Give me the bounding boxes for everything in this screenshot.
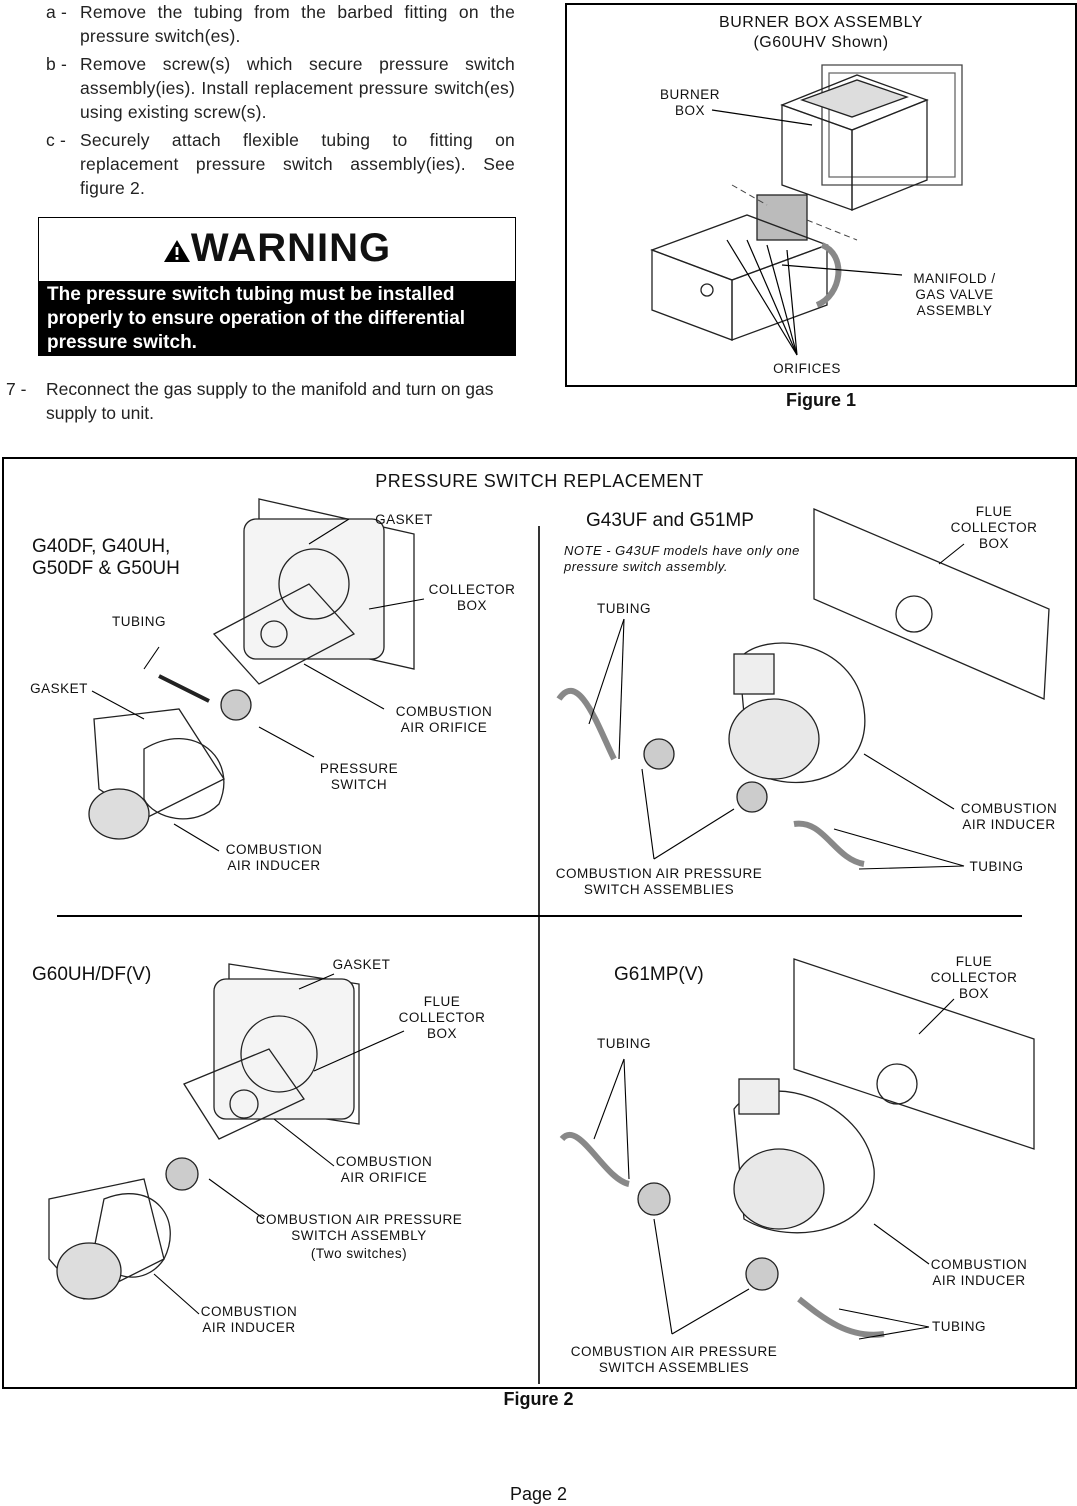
q3-gasket-label: GASKET bbox=[332, 957, 391, 972]
q4-assembly bbox=[559, 958, 1035, 1338]
label-manifold: MANIFOLD / GAS VALVE ASSEMBLY bbox=[913, 271, 996, 318]
q4-inducer-label: COMBUSTION AIR INDUCER bbox=[930, 1257, 1028, 1288]
q1-collector-box-label: COLLECTOR BOX bbox=[428, 582, 516, 613]
q3-assembly bbox=[48, 963, 360, 1300]
warning-text: The pressure switch tubing must be insta… bbox=[39, 281, 515, 355]
figure-1-caption: Figure 1 bbox=[785, 390, 856, 410]
step-text: Securely attach flexible tubing to fitti… bbox=[80, 130, 515, 198]
q2-inducer-label: COMBUSTION AIR INDUCER bbox=[960, 801, 1058, 832]
figure-2-title: PRESSURE SWITCH REPLACEMENT bbox=[375, 471, 704, 491]
figure-2-caption: Figure 2 bbox=[503, 1389, 574, 1409]
q2-note: NOTE - G43UF models have only one pressu… bbox=[564, 543, 800, 574]
q4-flue-label: FLUE COLLECTOR BOX bbox=[930, 954, 1018, 1001]
q1-inducer-label: COMBUSTION AIR INDUCER bbox=[225, 842, 323, 873]
q3-flue-label: FLUE COLLECTOR BOX bbox=[398, 994, 486, 1041]
figure-1-subtitle: (G60UHV Shown) bbox=[753, 34, 889, 51]
q2-assembly bbox=[556, 508, 1050, 867]
warning-heading: WARNING bbox=[39, 226, 515, 271]
figure-2-panel: PRESSURE SWITCH REPLACEMENT bbox=[2, 457, 1077, 1389]
q3-inducer-label: COMBUSTION AIR INDUCER bbox=[200, 1304, 298, 1335]
q2-tubing2-label: TUBING bbox=[969, 859, 1024, 874]
q1-gasket-left-label: GASKET bbox=[30, 681, 88, 696]
q3-switch-note: (Two switches) bbox=[310, 1246, 408, 1261]
label-burner-box: BURNER BOX bbox=[659, 87, 720, 118]
burner-box-drawing bbox=[650, 64, 963, 356]
q2-flue-label: FLUE COLLECTOR BOX bbox=[950, 504, 1038, 551]
step-marker: b - bbox=[46, 54, 68, 74]
label-orifices: ORIFICES bbox=[773, 361, 841, 376]
step-text: Reconnect the gas supply to the manifold… bbox=[46, 379, 494, 423]
figure-2-drawings bbox=[48, 498, 1050, 1384]
page-number: Page 2 bbox=[509, 1484, 568, 1504]
q2-tubing-label: TUBING bbox=[596, 601, 651, 616]
warning-title: WARNING bbox=[190, 226, 392, 270]
q1-switch-label: PRESSURE SWITCH bbox=[319, 761, 399, 792]
q2-switches-label: COMBUSTION AIR PRESSURE SWITCH ASSEMBLIE… bbox=[555, 866, 763, 897]
figure-1-title: BURNER BOX ASSEMBLY bbox=[719, 14, 923, 31]
q1-orifice-label: COMBUSTION AIR ORIFICE bbox=[395, 704, 493, 735]
warning-box: WARNING The pressure switch tubing must … bbox=[38, 217, 516, 356]
q3-model: G60UH/DF(V) bbox=[32, 964, 152, 985]
q3-switch-label: COMBUSTION AIR PRESSURE SWITCH ASSEMBLY bbox=[255, 1212, 463, 1243]
step-marker: a - bbox=[46, 2, 68, 22]
q3-orifice-label: COMBUSTION AIR ORIFICE bbox=[335, 1154, 433, 1185]
step-marker: c - bbox=[46, 130, 67, 150]
q2-model: G43UF and G51MP bbox=[586, 510, 754, 531]
q4-tubing2-label: TUBING bbox=[931, 1319, 986, 1334]
step-marker: 7 - bbox=[6, 379, 27, 399]
instruction-7: 7 - Reconnect the gas supply to the mani… bbox=[6, 377, 516, 425]
figure-1-panel: BURNER BOX ASSEMBLY (G60UHV Shown) bbox=[565, 3, 1077, 387]
instruction-a: a - Remove the tubing from the barbed fi… bbox=[40, 0, 515, 48]
q4-model: G61MP(V) bbox=[614, 964, 704, 985]
warning-triangle-icon bbox=[163, 240, 190, 262]
q4-tubing-label: TUBING bbox=[596, 1036, 651, 1051]
instruction-b: b - Remove screw(s) which secure pressur… bbox=[40, 52, 515, 124]
q1-model: G40DF, G40UH, G50DF & G50UH bbox=[32, 536, 180, 579]
q1-gasket-top-label: GASKET bbox=[375, 512, 433, 527]
q1-assembly bbox=[88, 498, 415, 840]
q4-switches-label: COMBUSTION AIR PRESSURE SWITCH ASSEMBLIE… bbox=[570, 1344, 778, 1375]
step-text: Remove the tubing from the barbed fittin… bbox=[80, 2, 515, 46]
q1-tubing-label: TUBING bbox=[111, 614, 166, 629]
instruction-c: c - Securely attach flexible tubing to f… bbox=[40, 128, 515, 200]
step-text: Remove screw(s) which secure pressure sw… bbox=[80, 54, 515, 122]
